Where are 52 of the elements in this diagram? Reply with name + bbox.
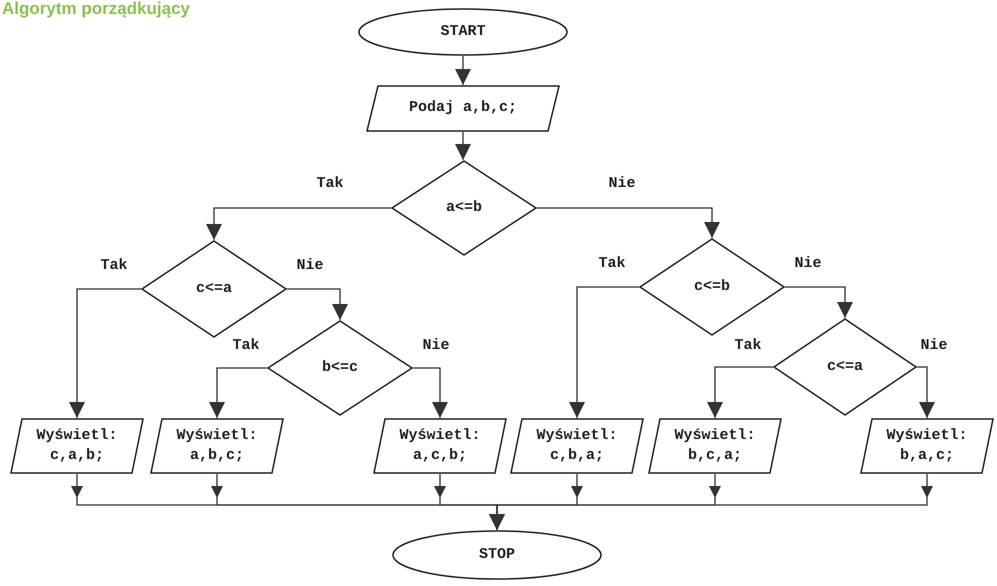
arrow <box>206 207 391 240</box>
decision-diamond <box>639 238 785 336</box>
terminal-oval <box>358 8 568 56</box>
edge-label: Nie <box>794 256 822 271</box>
io-parallelogram <box>510 418 644 474</box>
terminal-oval <box>392 530 602 580</box>
arrow <box>489 474 933 530</box>
io-parallelogram <box>10 418 144 474</box>
arrow <box>785 286 853 318</box>
edge-label: Tak <box>232 338 260 353</box>
io-parallelogram <box>648 418 782 474</box>
arrow <box>209 367 267 418</box>
arrow <box>707 366 773 418</box>
decision-diamond <box>141 240 287 338</box>
node-text: b<=c <box>322 358 358 378</box>
arrow <box>455 132 471 160</box>
edge-label: Nie <box>920 338 948 353</box>
node-text: Wyświetl: a,b,c; <box>175 426 258 466</box>
arrow <box>287 288 348 320</box>
io-parallelogram <box>373 418 507 474</box>
arrow <box>69 288 141 418</box>
node-text: Podaj a,b,c; <box>408 98 518 118</box>
node-text: Wyświetl: b,a,c; <box>885 426 968 466</box>
node-text: Wyświetl: b,c,a; <box>673 426 756 466</box>
edge-label: Nie <box>608 176 636 191</box>
io-parallelogram <box>150 418 284 474</box>
node-text: START <box>440 22 486 42</box>
edge-label: Tak <box>734 338 762 353</box>
arrow <box>569 286 639 418</box>
node-text: Wyświetl: c,b,a; <box>535 426 618 466</box>
node-text: a<=b <box>446 198 482 218</box>
arrow <box>537 207 720 238</box>
node-text: c<=a <box>196 278 232 299</box>
decision-diamond <box>773 318 917 416</box>
diagram-title: Algorytm porządkujący <box>2 0 190 17</box>
decision-diamond <box>267 320 413 416</box>
arrow <box>917 366 935 418</box>
node-text: c<=a <box>826 356 863 377</box>
node-text: Wyświetl: c,a,b; <box>35 426 118 466</box>
node-text: c<=b <box>694 276 730 297</box>
edge-label: Nie <box>296 258 324 273</box>
node-text: Wyświetl: a,c,b; <box>398 426 482 466</box>
edge-label: Tak <box>100 258 128 273</box>
node-text: STOP <box>478 544 515 565</box>
edge-label: Tak <box>598 256 626 271</box>
decision-diamond <box>391 160 537 256</box>
io-parallelogram <box>366 85 560 132</box>
io-parallelogram <box>860 418 994 474</box>
edge-label: Tak <box>316 176 344 191</box>
edge-label: Nie <box>422 338 450 353</box>
arrow <box>455 56 471 85</box>
arrow <box>413 367 448 418</box>
